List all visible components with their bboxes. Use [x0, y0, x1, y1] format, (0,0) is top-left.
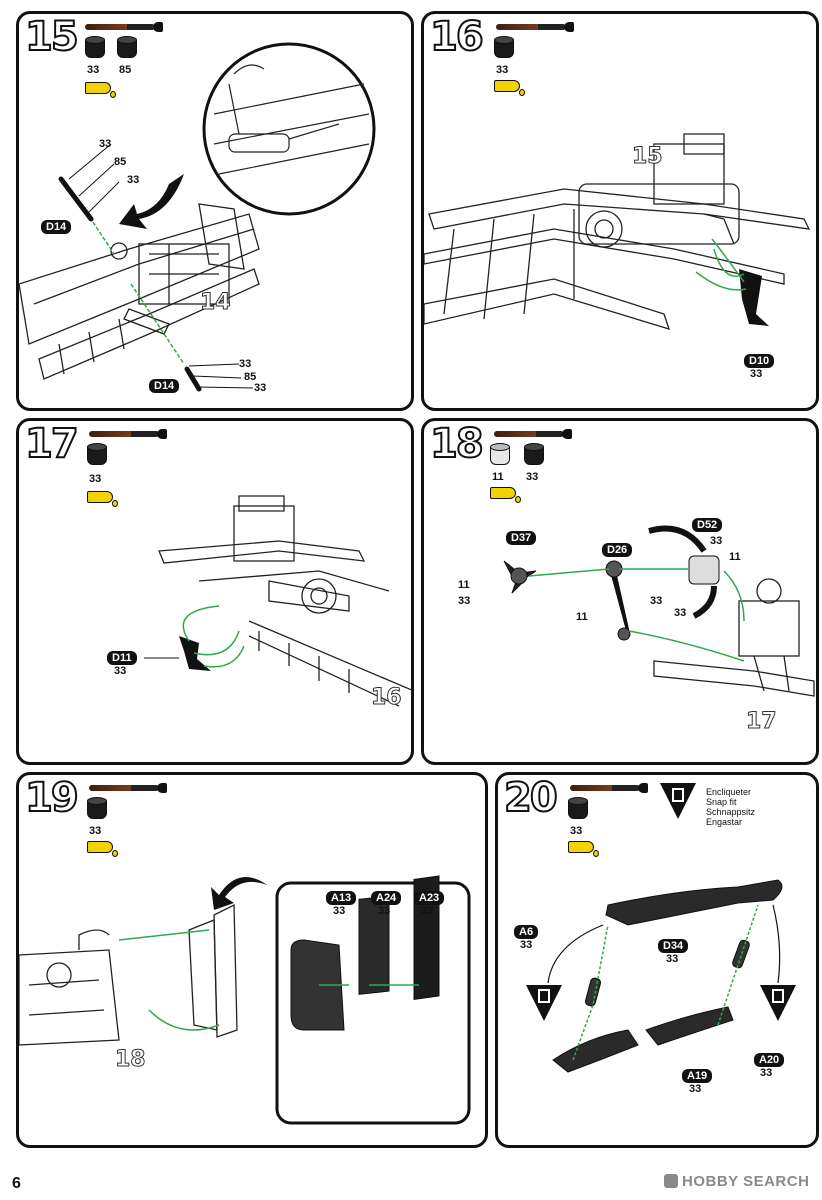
paintbrush-icon	[89, 783, 167, 793]
part-label-a23: A23	[414, 891, 445, 905]
watermark: HOBBY SEARCH	[664, 1173, 809, 1190]
part-label-a6: A6	[514, 925, 539, 939]
paint-code: 33	[89, 825, 102, 837]
step-16-panel: 16 33 15 D10 33	[421, 11, 819, 411]
glue-tube-icon	[87, 491, 118, 507]
step-number: 18	[429, 421, 485, 468]
step-reference: 17	[746, 709, 778, 735]
watermark-text: HOBBY SEARCH	[682, 1173, 810, 1190]
paint-code: 85	[119, 64, 132, 76]
chassis-drawing	[19, 42, 376, 392]
paint-callout: 33	[674, 607, 687, 619]
paint-callout: 85	[114, 156, 127, 168]
step-number: 17	[24, 421, 80, 468]
paint-callout: 33	[689, 1083, 702, 1095]
part-label-a19: A19	[682, 1069, 713, 1083]
glue-tube-icon	[494, 80, 525, 96]
paintbrush-icon	[496, 22, 574, 32]
glue-tube-icon	[568, 841, 599, 857]
paint-callout: 33	[421, 905, 434, 917]
fan-belt-drawing	[503, 525, 815, 697]
glue-tube-icon	[490, 487, 521, 503]
paint-pot-icon	[87, 443, 107, 465]
paint-pot-icon	[117, 36, 137, 58]
step-18-panel: 18 11 33 D37 D26	[421, 418, 819, 765]
hobby-search-logo-icon	[664, 1174, 678, 1188]
snap-fit-label-de: Schnappsitz	[706, 807, 756, 817]
step-reference: 14	[200, 290, 232, 316]
step-number: 20	[503, 775, 559, 822]
snap-fit-label-en: Snap fit	[706, 797, 737, 807]
paint-pot-icon	[85, 36, 105, 58]
paint-callout: 85	[244, 371, 257, 383]
part-label-d52: D52	[692, 518, 723, 532]
part-label-d26: D26	[602, 543, 633, 557]
step-17-panel: 17 33 D11 33 16	[16, 418, 414, 765]
paintbrush-icon	[85, 22, 163, 32]
paint-callout: 11	[729, 551, 741, 563]
chassis-drawing	[424, 133, 811, 330]
paint-callout: 33	[520, 939, 533, 951]
paint-pot-icon	[490, 443, 510, 465]
paint-pot-icon	[524, 443, 544, 465]
paint-pot-icon	[568, 797, 588, 819]
step-20-panel: 20 33 Encliqueter Snap fit Schnappsitz E…	[495, 772, 819, 1148]
snap-fit-label-es: Engastar	[706, 817, 743, 827]
paint-code: 11	[492, 471, 504, 483]
paint-callout: 33	[99, 138, 112, 150]
paint-callout: 33	[458, 595, 471, 607]
part-label-d14: D14	[149, 379, 180, 393]
paint-code: 33	[496, 64, 509, 76]
paintbrush-icon	[494, 429, 572, 439]
part-label-a24: A24	[371, 891, 402, 905]
paint-pot-icon	[494, 36, 514, 58]
paint-callout: 33	[710, 535, 723, 547]
snap-fit-drawing	[526, 783, 796, 1073]
paint-callout: 33	[650, 595, 663, 607]
part-label-d34: D34	[658, 939, 689, 953]
paint-pot-icon	[87, 797, 107, 819]
step-19-panel: 19 33 A13 33 A24 33 A23 33 18	[16, 772, 488, 1148]
part-label-d14: D14	[41, 220, 72, 234]
paint-callout: 33	[333, 905, 346, 917]
part-label-d37: D37	[506, 531, 537, 545]
paint-callout: 33	[666, 953, 679, 965]
step-15-panel: 15 33 85	[16, 11, 414, 411]
step-reference: 15	[632, 144, 664, 170]
part-label-d11: D11	[107, 651, 137, 665]
step-reference: 16	[371, 685, 403, 711]
part-label-d10: D10	[744, 354, 775, 368]
step-number: 19	[24, 775, 80, 822]
part-label-a13: A13	[326, 891, 357, 905]
page-number: 6	[12, 1175, 21, 1192]
step-number: 15	[24, 14, 80, 61]
step-number: 16	[429, 14, 485, 61]
paint-callout: 33	[750, 368, 763, 380]
radiator-drawing	[19, 875, 471, 1125]
paintbrush-icon	[570, 783, 648, 793]
chassis-drawing	[144, 495, 411, 707]
snap-fit-label-fr: Encliqueter	[706, 787, 752, 797]
glue-tube-icon	[85, 82, 116, 98]
paint-code: 33	[570, 825, 583, 837]
part-label-a20: A20	[754, 1053, 785, 1067]
paint-code: 33	[89, 473, 102, 485]
paint-callout: 33	[254, 382, 267, 394]
glue-tube-icon	[87, 841, 118, 857]
paint-callout: 33	[378, 905, 391, 917]
paintbrush-icon	[89, 429, 167, 439]
paint-callout: 33	[239, 358, 252, 370]
paint-code: 33	[526, 471, 539, 483]
paint-callout: 11	[576, 611, 588, 623]
paint-callout: 33	[114, 665, 127, 677]
step-reference: 18	[115, 1047, 147, 1073]
paint-code: 33	[87, 64, 100, 76]
paint-callout: 11	[458, 579, 470, 591]
paint-callout: 33	[127, 174, 140, 186]
paint-callout: 33	[760, 1067, 773, 1079]
